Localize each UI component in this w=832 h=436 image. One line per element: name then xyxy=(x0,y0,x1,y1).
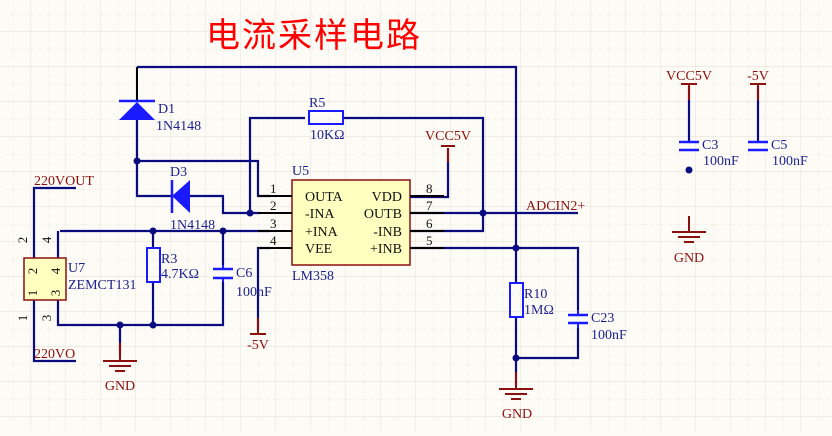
capacitor-c5[interactable]: C5 100nF xyxy=(748,138,808,169)
u5-value: LM358 xyxy=(292,269,334,284)
diode-d3[interactable]: D3 1N4148 xyxy=(170,165,215,233)
c3-value: 100nF xyxy=(703,154,739,169)
u5-ref: U5 xyxy=(292,164,309,179)
wire-u7-pin3 xyxy=(56,282,225,327)
r10-value: 1MΩ xyxy=(524,303,554,318)
junction-dot xyxy=(219,227,227,235)
r5-value: 10KΩ xyxy=(310,128,345,143)
net-label-220vout: 220VOUT xyxy=(34,174,94,189)
c23-value: 100nF xyxy=(591,328,627,343)
ground-symbol[interactable]: GND xyxy=(499,372,533,422)
c5-value: 100nF xyxy=(772,154,808,169)
junction-dot xyxy=(149,227,157,235)
capacitor-c6[interactable]: C6 100nF xyxy=(213,265,272,300)
net-label-gnd: GND xyxy=(502,407,532,422)
power-port-neg5v-dec[interactable]: -5V xyxy=(747,69,769,100)
u5-pin-num: 4 xyxy=(270,233,277,248)
d1-value: 1N4148 xyxy=(156,119,201,134)
diode-d1[interactable]: D1 1N4148 xyxy=(119,67,201,134)
u7-outer-pin: 4 xyxy=(39,236,54,243)
c6-value: 100nF xyxy=(236,285,272,300)
d3-value: 1N4148 xyxy=(170,218,215,233)
u5-pin-name: OUTB xyxy=(364,207,402,222)
ground-symbol[interactable]: GND xyxy=(672,216,706,266)
net-label-gnd: GND xyxy=(105,379,135,394)
junction-dot xyxy=(149,321,157,329)
net-label-vcc5v: VCC5V xyxy=(666,69,712,84)
net-label-neg5v: -5V xyxy=(247,338,269,353)
power-port-neg5v[interactable]: -5V xyxy=(247,318,269,353)
u5-pin-num: 7 xyxy=(426,198,433,213)
net-label-neg5v: -5V xyxy=(747,69,769,84)
junction-dot xyxy=(512,354,520,362)
c3-ref: C3 xyxy=(702,138,718,153)
wire-c23-bot xyxy=(516,328,580,360)
wire-inb-plus xyxy=(410,246,580,310)
ic-u5[interactable]: U5 LM358 1 2 3 4 8 7 6 5 OUTA -INA +INA … xyxy=(258,164,444,284)
junction-dot xyxy=(512,244,520,252)
net-label-220vo: 220VO xyxy=(34,347,75,362)
u5-pin-name: -INA xyxy=(305,207,335,222)
u7-pin: 4 xyxy=(48,267,63,274)
wire-d3-right xyxy=(190,194,260,215)
r3-value: 4.7KΩ xyxy=(161,267,199,282)
junction-dot xyxy=(133,157,141,165)
net-label-adcin2: ADCIN2+ xyxy=(526,199,585,214)
u7-pin: 1 xyxy=(25,290,40,297)
c6-ref: C6 xyxy=(236,266,252,281)
net-label-vcc5v: VCC5V xyxy=(425,129,471,144)
c5-ref: C5 xyxy=(771,138,787,153)
net-label-gnd: GND xyxy=(674,251,704,266)
junctions xyxy=(116,157,693,362)
u5-pin-name: VDD xyxy=(372,190,402,205)
power-port-vcc5v[interactable]: VCC5V xyxy=(425,129,471,162)
r10-ref: R10 xyxy=(524,287,547,302)
junction-dot xyxy=(479,209,487,217)
u5-pin-num: 8 xyxy=(426,181,433,196)
junction-dot xyxy=(246,209,254,217)
junction-dot xyxy=(685,166,693,174)
page-title: 电流采样电路 xyxy=(206,16,422,56)
u5-pin-name: +INA xyxy=(305,225,339,240)
u5-pin-name: OUTA xyxy=(305,190,344,205)
wire-r5-right xyxy=(343,116,485,213)
u5-pin-name: VEE xyxy=(305,242,332,257)
resistor-r3[interactable]: R3 4.7KΩ xyxy=(146,247,199,283)
r5-ref: R5 xyxy=(309,96,325,111)
r3-ref: R3 xyxy=(161,252,177,267)
u5-pin-name: -INB xyxy=(373,225,402,240)
junction-dot xyxy=(116,321,124,329)
c23-ref: C23 xyxy=(591,311,614,326)
capacitor-c3[interactable]: C3 100nF xyxy=(679,138,739,169)
u5-pin-num: 6 xyxy=(426,216,433,231)
u7-outer-pin: 2 xyxy=(15,237,30,244)
u5-pin-num: 1 xyxy=(270,181,277,196)
u7-outer-pin: 1 xyxy=(15,315,30,322)
u7-ref: U7 xyxy=(68,261,85,276)
d1-ref: D1 xyxy=(158,102,175,117)
wire-220vout xyxy=(32,186,76,258)
wire-r5-left xyxy=(248,116,305,213)
u5-pin-num: 2 xyxy=(270,198,277,213)
u7-outer-pin: 3 xyxy=(39,315,54,322)
u5-pin-num: 5 xyxy=(426,233,433,248)
wire-top xyxy=(137,65,518,250)
wire-220vo xyxy=(32,300,76,363)
ground-symbol[interactable]: GND xyxy=(103,343,137,394)
power-port-vcc5v-dec[interactable]: VCC5V xyxy=(666,69,712,100)
resistor-r5[interactable]: R5 10KΩ xyxy=(308,96,345,143)
u5-pin-name: +INB xyxy=(370,242,402,257)
resistor-r10[interactable]: R10 1MΩ xyxy=(509,282,554,318)
capacitor-c23[interactable]: C23 100nF xyxy=(568,310,627,343)
u7-pin: 2 xyxy=(25,268,40,275)
d3-ref: D3 xyxy=(170,165,187,180)
sensor-u7[interactable]: 2 4 1 3 2 4 1 3 U7 ZEMCT131 xyxy=(15,236,136,321)
u5-pin-num: 3 xyxy=(270,216,277,231)
u7-value: ZEMCT131 xyxy=(68,278,136,293)
u7-pin: 3 xyxy=(48,290,63,297)
wire-d3-left xyxy=(135,161,172,198)
